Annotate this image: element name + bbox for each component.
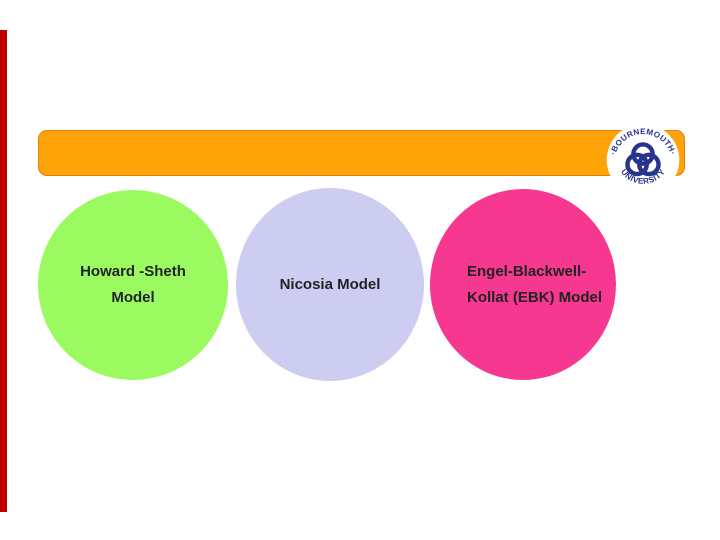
circle-label-line: Kollat (EBK) Model	[467, 288, 602, 306]
circle-label-line: Model	[111, 289, 155, 306]
model-circle-howard-sheth: Howard -Sheth Model	[38, 190, 228, 380]
title-banner	[38, 130, 685, 176]
knot-icon	[625, 142, 661, 177]
circle-label-line: Engel-Blackwell-	[467, 262, 587, 280]
circle-label-line: Nicosia Model	[279, 275, 381, 293]
university-seal-icon: ·BOURNEMOUTH· UNIVERSITY	[606, 123, 680, 197]
university-logo: ·BOURNEMOUTH· UNIVERSITY	[606, 122, 680, 198]
circle-label-line: Howard -Sheth	[80, 263, 186, 280]
model-circle-engel-blackwell-kollat: Engel-Blackwell- Kollat (EBK) Model	[430, 189, 616, 380]
model-circle-nicosia: Nicosia Model	[236, 188, 424, 381]
left-accent-bar	[0, 30, 7, 512]
